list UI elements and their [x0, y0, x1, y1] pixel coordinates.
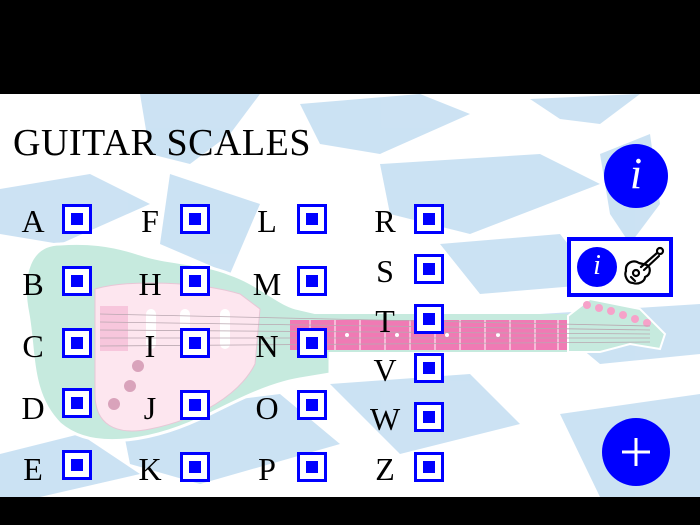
- checkbox-fill-icon: [306, 461, 318, 473]
- scale-checkbox-w[interactable]: [414, 402, 444, 432]
- info-icon: i: [629, 149, 643, 198]
- scale-label-h: H: [138, 266, 162, 302]
- checkbox-fill-icon: [189, 275, 201, 287]
- acoustic-guitar-icon: [624, 246, 665, 285]
- scale-checkbox-b[interactable]: [62, 266, 92, 296]
- checkbox-fill-icon: [306, 337, 318, 349]
- scale-checkbox-f[interactable]: [180, 204, 210, 234]
- top-letterbox-bar: [0, 0, 700, 94]
- scale-label-e: E: [23, 451, 43, 487]
- scale-checkbox-h[interactable]: [180, 266, 210, 296]
- scale-label-l: L: [257, 203, 277, 239]
- scale-label-p: P: [258, 451, 276, 487]
- checkbox-fill-icon: [189, 213, 201, 225]
- scale-checkbox-c[interactable]: [62, 328, 92, 358]
- add-button[interactable]: [602, 418, 670, 486]
- checkbox-fill-icon: [71, 337, 83, 349]
- scale-checkbox-p[interactable]: [297, 452, 327, 482]
- app-title: GUITAR SCALES: [13, 122, 311, 164]
- checkbox-fill-icon: [306, 399, 318, 411]
- checkbox-fill-icon: [71, 213, 83, 225]
- scale-checkbox-a[interactable]: [62, 204, 92, 234]
- info-icon: i: [593, 250, 601, 281]
- scale-label-d: D: [21, 390, 45, 426]
- checkbox-fill-icon: [189, 399, 201, 411]
- scale-checkbox-n[interactable]: [297, 328, 327, 358]
- scale-label-z: Z: [375, 451, 395, 487]
- scale-label-f: F: [141, 203, 159, 239]
- scale-label-j: J: [143, 390, 157, 426]
- checkbox-fill-icon: [423, 263, 435, 275]
- scale-label-k: K: [138, 451, 162, 487]
- scale-label-t: T: [375, 303, 395, 339]
- scale-checkbox-z[interactable]: [414, 452, 444, 482]
- scale-checkbox-i[interactable]: [180, 328, 210, 358]
- scale-label-w: W: [370, 401, 401, 437]
- info-button[interactable]: i: [604, 144, 668, 208]
- scale-label-n: N: [255, 328, 279, 364]
- checkbox-fill-icon: [189, 337, 201, 349]
- scale-label-m: M: [252, 266, 282, 302]
- scale-checkbox-e[interactable]: [62, 450, 92, 480]
- checkbox-fill-icon: [306, 213, 318, 225]
- guitar-info-button[interactable]: i: [567, 237, 673, 297]
- checkbox-fill-icon: [423, 411, 435, 423]
- scale-checkbox-j[interactable]: [180, 390, 210, 420]
- checkbox-fill-icon: [423, 461, 435, 473]
- checkbox-fill-icon: [71, 275, 83, 287]
- scale-checkbox-d[interactable]: [62, 388, 92, 418]
- checkbox-fill-icon: [189, 461, 201, 473]
- scale-label-v: V: [373, 352, 397, 388]
- scale-checkbox-m[interactable]: [297, 266, 327, 296]
- checkbox-fill-icon: [423, 213, 435, 225]
- checkbox-fill-icon: [423, 313, 435, 325]
- scale-label-b: B: [22, 266, 44, 302]
- scale-checkbox-v[interactable]: [414, 353, 444, 383]
- scale-label-s: S: [376, 253, 394, 289]
- scale-checkbox-l[interactable]: [297, 204, 327, 234]
- app-screen: GUITAR SCALES A B C D E F H I J K L M N …: [0, 94, 700, 497]
- checkbox-fill-icon: [71, 459, 83, 471]
- checkbox-fill-icon: [306, 275, 318, 287]
- scale-label-o: O: [255, 390, 279, 426]
- scale-checkbox-k[interactable]: [180, 452, 210, 482]
- scale-label-a: A: [21, 203, 45, 239]
- checkbox-fill-icon: [71, 397, 83, 409]
- scale-label-r: R: [374, 203, 396, 239]
- plus-icon: [622, 438, 650, 466]
- scale-checkbox-s[interactable]: [414, 254, 444, 284]
- scale-checkbox-t[interactable]: [414, 304, 444, 334]
- bottom-letterbox-bar: [0, 497, 700, 525]
- checkbox-fill-icon: [423, 362, 435, 374]
- scale-label-i: I: [144, 328, 156, 364]
- scale-checkbox-o[interactable]: [297, 390, 327, 420]
- scale-label-c: C: [22, 328, 44, 364]
- scale-checkbox-r[interactable]: [414, 204, 444, 234]
- info-circle: i: [577, 247, 617, 287]
